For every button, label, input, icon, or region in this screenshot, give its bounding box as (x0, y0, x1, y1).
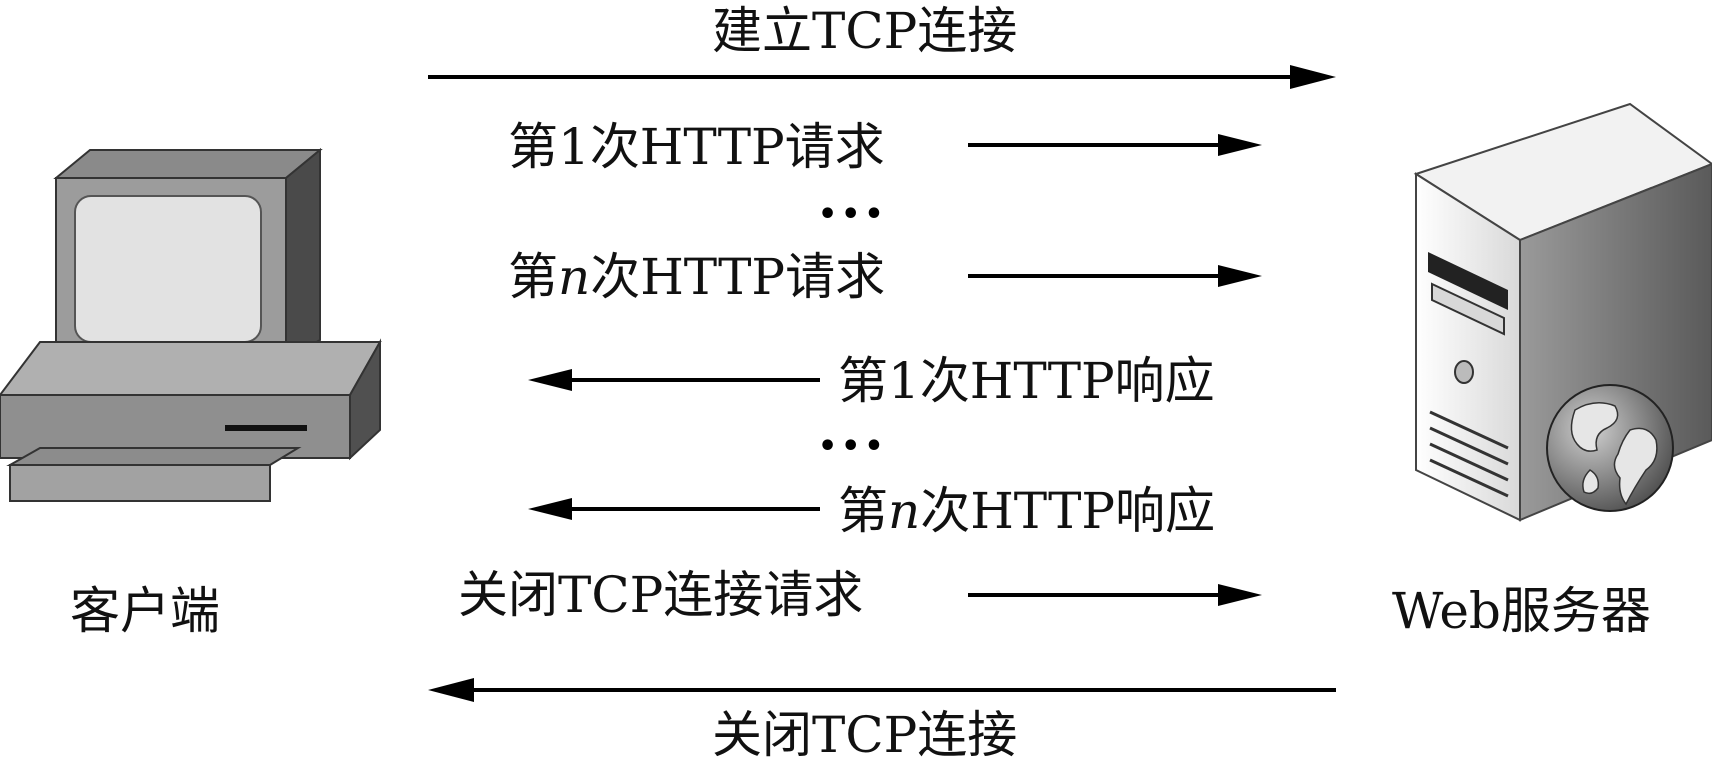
close-request-label: 关闭TCP连接请求 (458, 566, 864, 624)
desktop-computer-icon (0, 147, 382, 502)
arrow-connect (428, 65, 1336, 89)
connect-label: 建立TCP连接 (712, 2, 1018, 60)
client-label: 客户端 (70, 582, 220, 640)
request-n-index: n (558, 248, 591, 306)
arrow-request-n (968, 265, 1262, 287)
web-server-globe-icon (1413, 102, 1712, 522)
request-n-prefix: 第 (508, 248, 558, 306)
arrow-close-request (968, 584, 1262, 606)
arrow-response-1 (528, 369, 820, 391)
response-1-label: 第1次HTTP响应 (838, 356, 1215, 406)
request-1-prefix: 第 (508, 118, 558, 176)
close-label: 关闭TCP连接 (712, 706, 1018, 764)
response-1-index: 1 (888, 352, 920, 410)
request-1-index: 1 (558, 118, 590, 176)
server-label: Web服务器 (1392, 582, 1651, 640)
response-n-prefix: 第 (838, 482, 888, 540)
response-1-prefix: 第 (838, 352, 888, 410)
response-n-suffix: 次HTTP响应 (920, 482, 1216, 540)
response-n-label: 第n次HTTP响应 (838, 486, 1215, 536)
request-1-label: 第1次HTTP请求 (508, 122, 885, 172)
request-n-label: 第n次HTTP请求 (508, 252, 885, 302)
arrow-close (428, 678, 1336, 702)
request-ellipsis: ••• (818, 197, 888, 232)
response-1-suffix: 次HTTP响应 (919, 352, 1215, 410)
arrow-request-1 (968, 134, 1262, 156)
request-n-suffix: 次HTTP请求 (590, 248, 886, 306)
request-1-suffix: 次HTTP请求 (589, 118, 885, 176)
arrow-response-n (528, 498, 820, 520)
response-ellipsis: ••• (818, 429, 888, 464)
response-n-index: n (888, 482, 921, 540)
